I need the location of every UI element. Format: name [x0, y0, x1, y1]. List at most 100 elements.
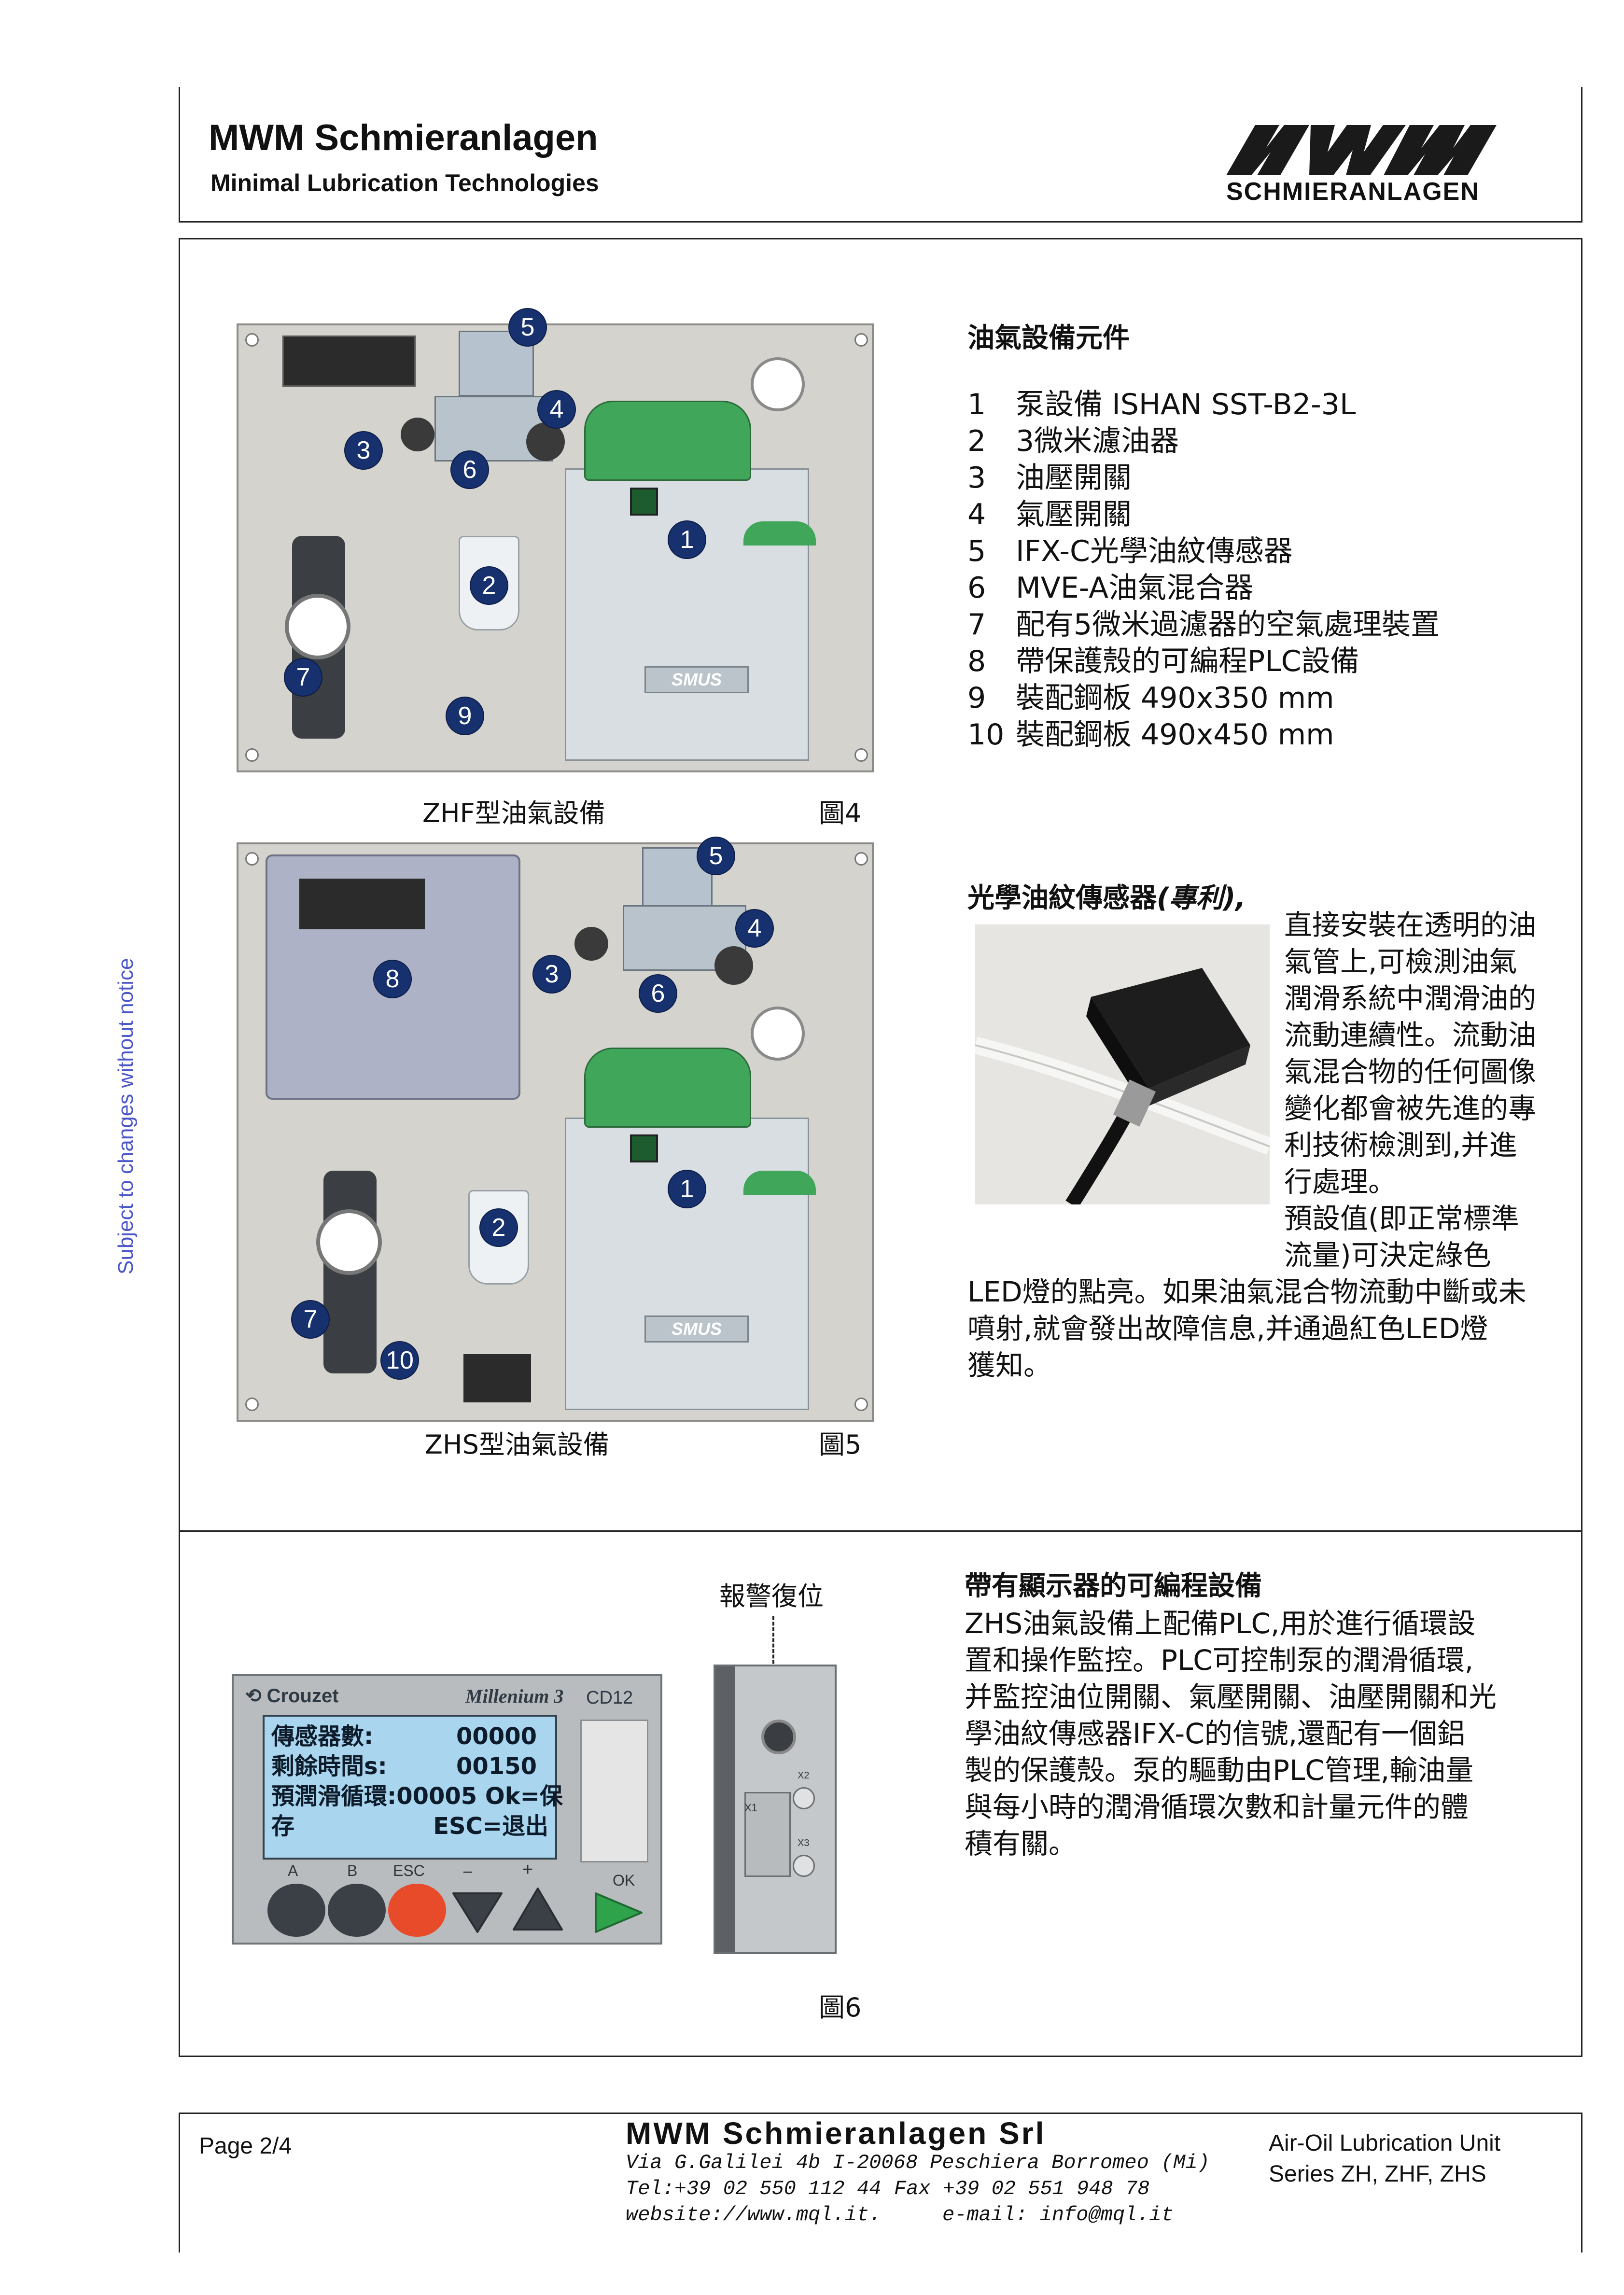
oil-filter: [468, 1190, 529, 1285]
text-line: 氣混合物的任何圖像: [1284, 1055, 1537, 1088]
callout-badge: 7: [292, 1301, 329, 1338]
footer-website[interactable]: website://www.mql.it.: [626, 2203, 882, 2226]
figure5-caption: ZHS型油氣設備: [425, 1429, 609, 1460]
display-label: 傳感器數:: [271, 1723, 374, 1750]
callout-badge: 4: [736, 910, 773, 947]
text-line: 獲知。: [967, 1349, 1052, 1382]
display-label: 剩餘時間s:: [271, 1753, 387, 1780]
plc-button-ok[interactable]: [588, 1889, 646, 1937]
text-line: 利技術檢測到,并進: [1284, 1129, 1517, 1161]
button-label: +: [522, 1860, 533, 1880]
company-tagline: Minimal Lubrication Technologies: [210, 169, 599, 196]
pressure-gauge-icon: [751, 1007, 805, 1061]
callout-badge: 3: [345, 432, 382, 469]
mounting-hole-icon: [245, 852, 259, 866]
text-line: 學油紋傳感器IFX-C的信號,還配有一個鋁: [965, 1717, 1466, 1750]
side-note: Subject to changes without notice: [114, 958, 138, 1274]
plc-side-unit: X1 X2 X3: [714, 1665, 837, 1954]
connector-label: X2: [798, 1770, 810, 1781]
plc-button-down[interactable]: [448, 1884, 506, 1937]
text-line: 氣管上,可檢測油氣: [1284, 945, 1517, 978]
callout-badge: 2: [480, 1209, 517, 1246]
nameplate: [282, 336, 416, 387]
page-number: Page 2/4: [199, 2133, 292, 2159]
button-label: −: [462, 1862, 473, 1882]
mounting-hole-icon: [854, 1398, 868, 1411]
plc-display: 傳感器數: 00000 剩餘時間s: 00150 預潤滑循環:00005 Ok=…: [263, 1715, 563, 1860]
header-right-rule: [1581, 87, 1582, 222]
company-name: MWM Schmieranlagen: [209, 117, 598, 158]
connector-label: X3: [798, 1838, 810, 1848]
plc-button-a[interactable]: [267, 1884, 325, 1937]
callout-badge: 8: [374, 961, 411, 997]
pump-tank: [565, 468, 809, 761]
sensor-description-right: 直接安裝在透明的油 氣管上,可檢測油氣 潤滑系統中潤滑油的 流動連續性。流動油 …: [1284, 907, 1536, 1273]
alarm-reset-button[interactable]: [761, 1720, 796, 1754]
text-line: 變化都會被先進的專: [1284, 1092, 1537, 1125]
filler-cap: [743, 521, 816, 546]
callout-badge: 3: [533, 956, 570, 993]
connector-x1: [744, 1792, 791, 1877]
plc-brand: ⟲ Crouzet: [245, 1685, 339, 1707]
section-divider: [179, 1530, 1582, 1532]
footer-address: Via G.Galilei 4b I-20068 Peschiera Borro…: [626, 2151, 1210, 2174]
connector-x2: [793, 1787, 815, 1809]
callout-badge: 4: [538, 391, 575, 428]
callout-badge: 5: [509, 309, 546, 346]
connector-label: X1: [744, 1802, 757, 1814]
plc-side-window: [580, 1720, 648, 1862]
product-line-1: Air-Oil Lubrication Unit: [1269, 2130, 1501, 2156]
plc-nameplate: [299, 879, 425, 929]
callout-badge: 1: [669, 521, 705, 558]
bottom-nameplate: [463, 1354, 531, 1402]
sensor-title: 光學油紋傳感器(專利),: [967, 882, 1246, 914]
footer-company: MWM Schmieranlagen Srl: [626, 2116, 1046, 2151]
pump-motor-cover: [584, 1048, 751, 1128]
text-line: 噴射,就會發出故障信息,并通過紅色LED燈: [967, 1312, 1488, 1345]
text-line: 并監控油位開關、氣壓開關、油壓開關和光: [965, 1680, 1497, 1713]
footer-tel: Tel:+39 02 550 112 44: [626, 2177, 882, 2200]
text-line: LED燈的點亮。如果油氣混合物流動中斷或未: [967, 1275, 1526, 1308]
header-left-rule: [179, 87, 180, 222]
plc-button-b[interactable]: [328, 1884, 386, 1937]
plc-button-up[interactable]: [509, 1884, 567, 1937]
mwm-logo-mark-icon: [1226, 125, 1497, 175]
air-gauge-icon: [285, 594, 350, 659]
button-label: A: [288, 1862, 298, 1879]
pump-tank: [565, 1118, 809, 1410]
pressure-switch-icon: [574, 927, 608, 961]
display-value: 00150: [456, 1753, 537, 1780]
plc-button-esc[interactable]: [388, 1884, 446, 1937]
pressure-switch-icon: [714, 946, 753, 985]
pump-brand-plate: SMUS: [644, 666, 749, 693]
mounting-hole-icon: [854, 333, 868, 347]
display-line: ESC=退出: [433, 1813, 548, 1840]
text-line: 流動連續性。流動油: [1284, 1019, 1537, 1051]
main-frame: [179, 238, 1582, 2057]
pump-brand-plate: SMUS: [644, 1315, 749, 1343]
mounting-hole-icon: [854, 748, 868, 762]
figure5-label: 圖5: [819, 1429, 862, 1460]
display-line: 存: [271, 1813, 295, 1840]
callout-badge: 9: [447, 698, 483, 734]
pressure-switch-icon: [526, 422, 565, 461]
oil-streak-sensor-icon: [973, 968, 1273, 1208]
text-line: 潤滑系統中潤滑油的: [1284, 982, 1537, 1015]
figure4-caption: ZHF型油氣設備: [422, 798, 605, 828]
plc-description: ZHS油氣設備上配備PLC,用於進行循環設 置和操作監控。PLC可控制泵的潤滑循…: [965, 1605, 1497, 1862]
footer-email[interactable]: e-mail: info@mql.it: [942, 2203, 1174, 2226]
display-line: 預潤滑循環:00005 Ok=保: [271, 1783, 563, 1810]
alarm-reset-label: 報警復位: [719, 1581, 824, 1611]
arrow-down-icon: [452, 1892, 503, 1933]
footer-fax: Fax +39 02 551 948 78: [894, 2177, 1150, 2200]
figure4-label: 圖4: [819, 798, 862, 828]
alarm-reset-leader-line: [772, 1616, 774, 1669]
pump-switch: [630, 1134, 658, 1162]
